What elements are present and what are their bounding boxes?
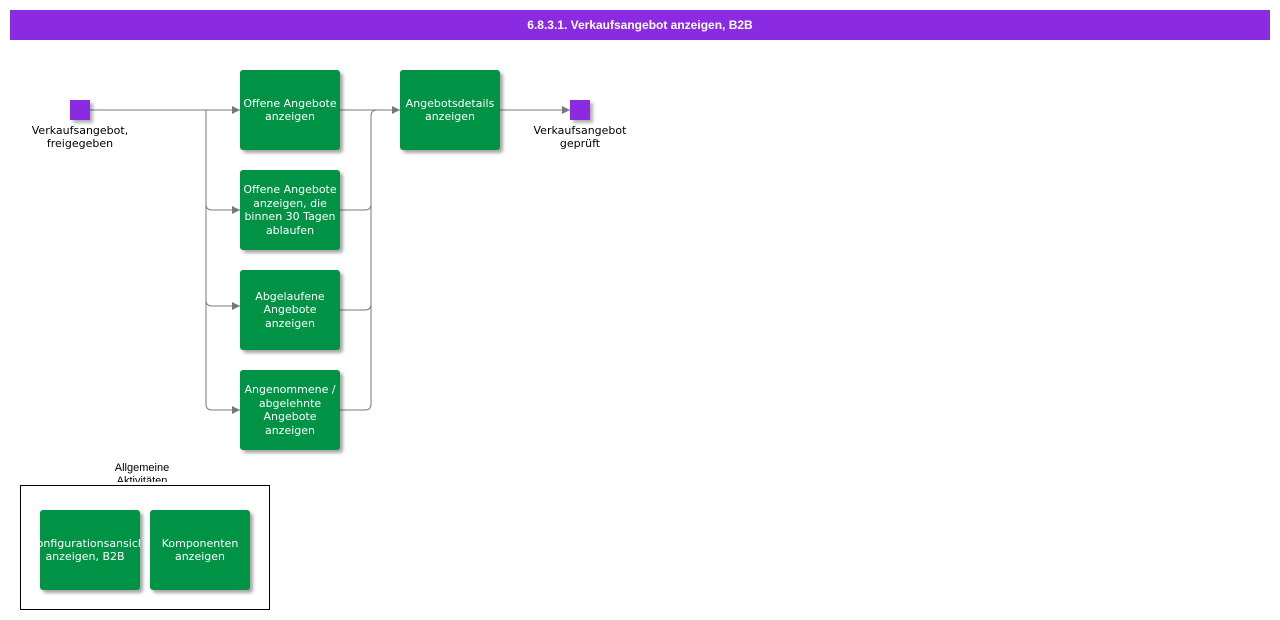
flow-abgelaufene-to-join	[340, 303, 372, 311]
activity-offene-angebote[interactable]: Offene Angebote anzeigen	[240, 70, 340, 150]
activity-label: Angenommene / abgelehnte Angebote anzeig…	[244, 383, 336, 437]
group-label: Allgemeine Aktivitäten	[114, 462, 170, 482]
activity-offene-angebote-30-tage[interactable]: Offene Angebote anzeigen, die binnen 30 …	[240, 170, 340, 250]
activity-label: Offene Angebote anzeigen, die binnen 30 …	[243, 183, 337, 237]
activity-konfigurationsansicht[interactable]: Konfigurationsansicht anzeigen, B2B	[40, 510, 140, 590]
activity-label: Abgelaufene Angebote anzeigen	[255, 289, 325, 330]
flow-split-to-abgelaufene	[205, 299, 240, 310]
end-event	[570, 100, 590, 120]
flow-split-to-offene30	[205, 203, 240, 214]
flow-join-vertical	[340, 109, 378, 411]
activity-angenommene-abgelehnte[interactable]: Angenommene / abgelehnte Angebote anzeig…	[240, 370, 340, 450]
flow-offene30-to-join	[340, 203, 372, 211]
activity-label: Komponenten anzeigen	[161, 536, 239, 564]
activity-label: Offene Angebote anzeigen	[243, 96, 337, 124]
diagram-title: 6.8.3.1. Verkaufsangebot anzeigen, B2B	[10, 10, 1270, 40]
activity-label: Angebotsdetails anzeigen	[405, 96, 495, 124]
start-event-label: Verkaufsangebot, freigegeben	[31, 124, 129, 150]
flow-split-vertical	[205, 110, 240, 414]
activity-abgelaufene-angebote[interactable]: Abgelaufene Angebote anzeigen	[240, 270, 340, 350]
start-event	[70, 100, 90, 120]
activity-label: Konfigurationsansicht anzeigen, B2B	[40, 536, 140, 564]
end-event-label: Verkaufsangebot geprüft	[533, 124, 627, 150]
activity-komponenten[interactable]: Komponenten anzeigen	[150, 510, 250, 590]
activity-angebotsdetails[interactable]: Angebotsdetails anzeigen	[400, 70, 500, 150]
